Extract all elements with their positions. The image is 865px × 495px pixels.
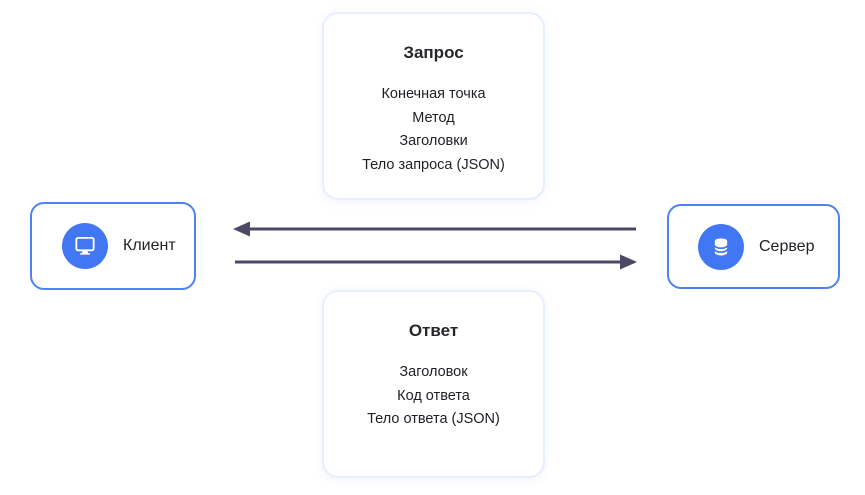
response-card-items: Заголовок Код ответа Тело ответа (JSON) [324,361,543,432]
server-node-label: Сервер [759,237,815,255]
response-item-header: Заголовок [399,364,468,380]
request-item-method: Метод [412,109,455,126]
database-icon [698,223,744,270]
request-response-arrows [233,221,637,270]
client-node: Клиент [30,202,196,290]
response-card: Ответ Заголовок Код ответа Тело ответа (… [322,290,545,478]
request-item-headers: Заголовки [399,133,468,149]
client-node-label: Клиент [123,237,176,254]
request-item-endpoint: Конечная точка [381,86,486,102]
server-node: Сервер [667,204,840,289]
response-card-title: Ответ [408,321,459,340]
request-item-body: Тело запроса (JSON) [362,156,505,173]
arrow-to-client [233,221,636,237]
monitor-icon [62,223,108,269]
arrow-to-server [235,254,637,270]
request-card-title: Запрос [403,43,464,62]
request-card-items: Конечная точка Метод Заголовки Тело запр… [324,83,543,177]
response-item-body: Тело ответа (JSON) [367,411,500,427]
response-item-code: Код ответа [397,387,470,404]
request-card: Запрос Конечная точка Метод Заголовки Те… [322,12,545,200]
